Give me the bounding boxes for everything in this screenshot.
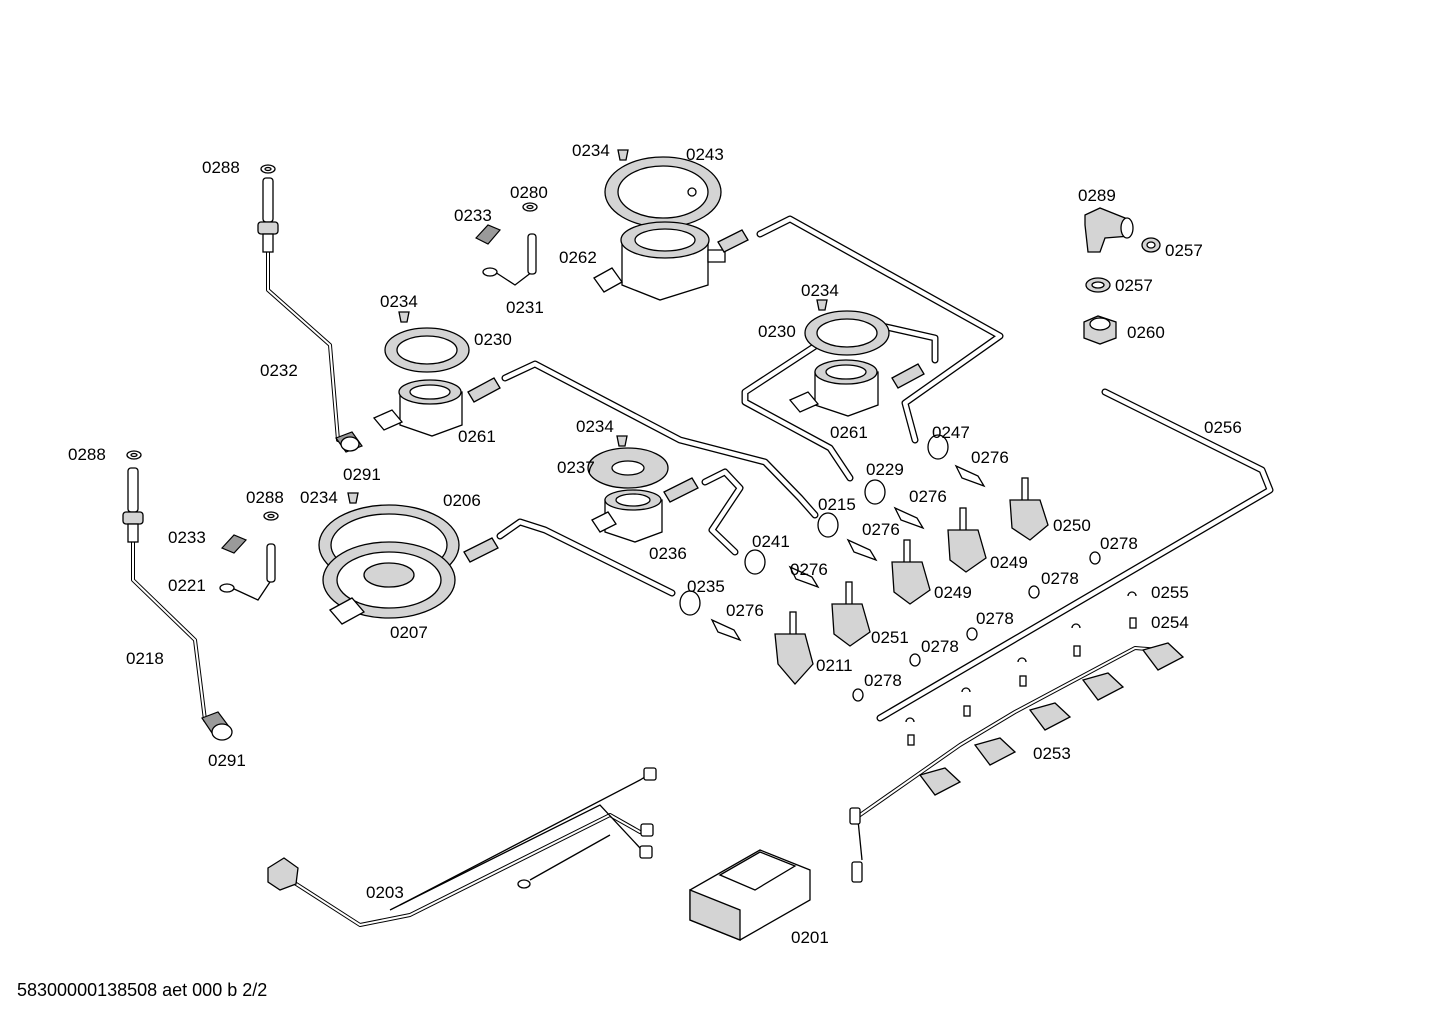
label-0255: 0255 [1151, 583, 1189, 602]
thermocouple-0232 [257, 177, 363, 453]
pipe-nuts [679, 434, 949, 616]
label-0243: 0243 [686, 145, 724, 164]
label-0231: 0231 [506, 298, 544, 317]
electrode-0231 [475, 202, 538, 286]
washers-0278 [852, 551, 1101, 702]
label-0234-c: 0234 [801, 281, 839, 300]
injectors [463, 229, 925, 563]
label-0234-a: 0234 [572, 141, 610, 160]
label-0233-b: 0233 [168, 528, 206, 547]
electrode-0221 [219, 534, 276, 601]
label-0234-b: 0234 [380, 292, 418, 311]
label-0215: 0215 [818, 495, 856, 514]
label-0233-a: 0233 [454, 206, 492, 225]
label-0276-b: 0276 [909, 487, 947, 506]
thermocouple-0218 [122, 467, 233, 741]
label-0211: 0211 [816, 656, 853, 675]
label-0253: 0253 [1033, 744, 1071, 763]
label-0288-a: 0288 [202, 158, 240, 177]
label-0234-d: 0234 [576, 417, 614, 436]
label-0251: 0251 [871, 628, 909, 647]
label-0256: 0256 [1204, 418, 1242, 437]
label-0291-a: 0291 [343, 465, 381, 484]
adaptors-0276 [710, 464, 986, 642]
label-0278-e: 0278 [864, 671, 902, 690]
label-0288-b: 0288 [68, 445, 106, 464]
ignition-harness-0253 [849, 591, 1185, 883]
burner-0261-left [372, 311, 470, 437]
label-0278-c: 0278 [976, 609, 1014, 628]
label-0261-b: 0261 [830, 423, 868, 442]
label-0257-b: 0257 [1115, 276, 1153, 295]
burner-0261-right [788, 299, 890, 417]
label-0230-b: 0230 [758, 322, 796, 341]
label-0257-a: 0257 [1165, 241, 1203, 260]
label-0278-b: 0278 [1041, 569, 1079, 588]
label-0237: 0237 [557, 458, 595, 477]
label-0254: 0254 [1151, 613, 1189, 632]
gas-valves [774, 477, 1049, 685]
label-0249-a: 0249 [990, 553, 1028, 572]
label-0229: 0229 [866, 460, 904, 479]
label-0288-c: 0288 [246, 488, 284, 507]
label-0230-a: 0230 [474, 330, 512, 349]
label-0207: 0207 [390, 623, 428, 642]
label-0289: 0289 [1078, 186, 1116, 205]
label-0278-d: 0278 [921, 637, 959, 656]
spark-generator-0201 [689, 849, 811, 941]
wiring-harness-0203 [267, 767, 657, 927]
callout-labels: 0288 0234 0243 0280 0233 0262 0231 0289 … [68, 141, 1242, 947]
burner-0262 [593, 149, 726, 301]
label-0276-a: 0276 [971, 448, 1009, 467]
label-0276-c: 0276 [862, 520, 900, 539]
burner-0206-0207 [318, 492, 460, 625]
label-0262: 0262 [559, 248, 597, 267]
label-0276-d: 0276 [790, 560, 828, 579]
label-0261-a: 0261 [458, 427, 496, 446]
burner-0236 [587, 435, 669, 543]
label-0218: 0218 [126, 649, 164, 668]
label-0236: 0236 [649, 544, 687, 563]
label-0241: 0241 [752, 532, 790, 551]
label-0280: 0280 [510, 183, 548, 202]
label-0247: 0247 [932, 423, 970, 442]
label-0234-e: 0234 [300, 488, 338, 507]
label-0250: 0250 [1053, 516, 1091, 535]
label-0260: 0260 [1127, 323, 1165, 342]
label-0291-b: 0291 [208, 751, 246, 770]
label-0221: 0221 [168, 576, 206, 595]
label-0278-a: 0278 [1100, 534, 1138, 553]
label-0232: 0232 [260, 361, 298, 380]
label-0276-e: 0276 [726, 601, 764, 620]
gas-pipes [496, 215, 1274, 722]
label-0206: 0206 [443, 491, 481, 510]
label-0201: 0201 [791, 928, 829, 947]
document-footer: 58300000138508 aet 000 b 2/2 [17, 980, 268, 1000]
label-0235: 0235 [687, 577, 725, 596]
inlet-fittings [1083, 207, 1161, 345]
label-0203: 0203 [366, 883, 404, 902]
label-0249-b: 0249 [934, 583, 972, 602]
washers-0288 [126, 164, 279, 521]
